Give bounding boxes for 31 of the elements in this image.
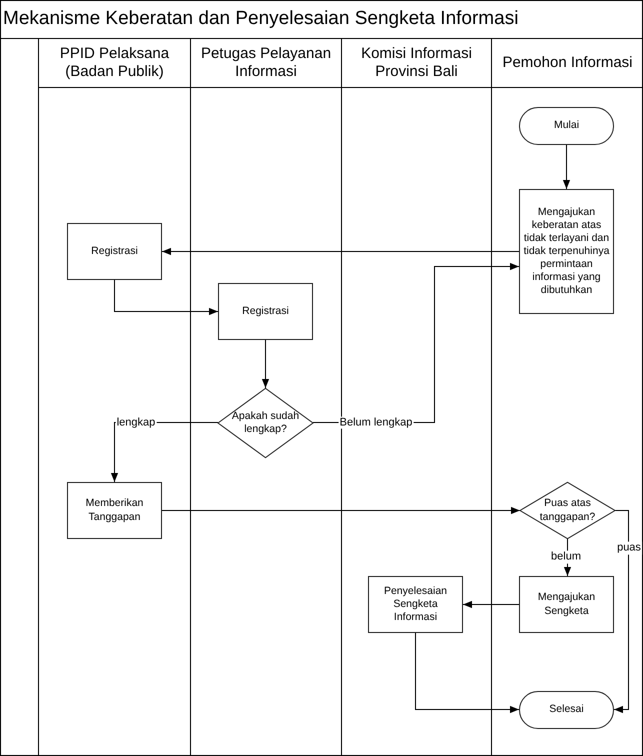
process-box: Penyelesaian Sengketa Informasi xyxy=(368,576,463,633)
arrow xyxy=(462,600,520,608)
lane-header: Komisi Informasi Provinsi Bali xyxy=(342,38,491,88)
process-box: Mengajukan Sengketa xyxy=(519,576,614,633)
process-box: Registrasi xyxy=(218,283,313,340)
edge-label: belum xyxy=(550,550,582,564)
decision-diamond: Apakah sudah lengkap? xyxy=(218,388,313,458)
lane-header: PPID Pelaksana (Badan Publik) xyxy=(39,38,190,88)
terminator-shape: Selesai xyxy=(519,691,614,729)
process-box: Registrasi xyxy=(67,223,162,280)
swimlane xyxy=(190,38,341,755)
edge-label: lengkap xyxy=(116,416,156,429)
swimlane xyxy=(341,38,491,755)
diagram-title: Mekanisme Keberatan dan Penyelesaian Sengketa Informasi xyxy=(0,0,643,39)
arrow xyxy=(614,510,629,714)
edge-label: puas xyxy=(616,542,642,554)
arrow xyxy=(415,632,520,714)
edge-label: Belum lengkap xyxy=(338,416,414,429)
arrow xyxy=(162,506,520,514)
arrow xyxy=(262,340,270,388)
swimlane xyxy=(491,38,643,755)
arrow xyxy=(162,248,520,256)
swimlane xyxy=(38,38,190,755)
arrow xyxy=(562,144,570,190)
process-box: Memberikan Tanggapan xyxy=(67,482,162,539)
lane-header: Pemohon Informasi xyxy=(492,38,643,88)
lane-header: Petugas Pelayanan Informasi xyxy=(191,38,341,88)
arrow xyxy=(114,280,218,316)
process-box: Mengajukan keberatan atas tidak terlayani dan tidak terpenuhinya permintaan informasi yang dibutuhkan xyxy=(519,189,614,314)
decision-diamond: Puas atas tanggapan? xyxy=(520,482,615,539)
terminator-shape: Mulai xyxy=(519,107,614,145)
